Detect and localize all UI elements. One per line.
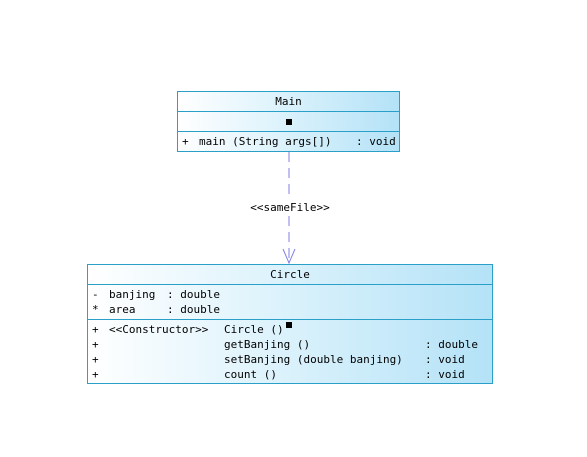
operation-visibility: +	[92, 353, 99, 366]
operation-visibility: +	[92, 323, 99, 336]
operation-row[interactable]: + getBanjing () : double	[88, 337, 492, 352]
operation-row[interactable]: + <<Constructor>> Circle ()	[88, 322, 492, 337]
operation-row[interactable]: + setBanjing (double banjing) : void	[88, 352, 492, 367]
operation-name: Circle ()	[224, 323, 284, 336]
attribute-visibility: -	[92, 288, 99, 301]
attribute-type: : double	[167, 303, 220, 316]
operation-row[interactable]: + main (String args[]) : void	[178, 134, 399, 149]
class-main[interactable]: Main + main (String args[]) : void	[177, 91, 400, 152]
operation-stereotype: <<Constructor>>	[109, 323, 209, 336]
attribute-type: : double	[167, 288, 220, 301]
dependency-arrowhead	[282, 248, 296, 265]
operation-visibility: +	[92, 338, 99, 351]
attribute-name: banjing	[109, 288, 156, 301]
class-circle[interactable]: Circle - banjing : double * area : doubl…	[87, 264, 493, 384]
operation-type: : void	[425, 353, 465, 366]
class-main-name: Main	[275, 95, 302, 108]
operation-visibility: +	[92, 368, 99, 381]
operation-type: : double	[425, 338, 478, 351]
attribute-row[interactable]: * area : double	[88, 302, 492, 317]
operation-row[interactable]: + count () : void	[88, 367, 492, 382]
operation-signature: main (String args[])	[199, 135, 332, 148]
class-circle-name: Circle	[270, 268, 310, 281]
attribute-marker-icon	[285, 118, 292, 125]
class-main-attributes	[178, 111, 399, 131]
attribute-row[interactable]: - banjing : double	[88, 287, 492, 302]
class-circle-operations: + <<Constructor>> Circle () + getBanjing…	[88, 319, 492, 382]
operation-visibility: +	[182, 135, 189, 148]
samefile-stereotype-label: <<sameFile>>	[240, 200, 340, 215]
attribute-name: area	[109, 303, 136, 316]
class-main-operations: + main (String args[]) : void	[178, 131, 399, 151]
operation-name: count ()	[224, 368, 277, 381]
class-circle-attributes: - banjing : double * area : double	[88, 284, 492, 319]
operation-type: : void	[356, 135, 396, 148]
operation-name: setBanjing (double banjing)	[224, 353, 403, 366]
operation-name: getBanjing ()	[224, 338, 311, 351]
attribute-visibility: *	[92, 303, 99, 316]
operation-type: : void	[425, 368, 465, 381]
constructor-marker-icon	[286, 322, 292, 328]
